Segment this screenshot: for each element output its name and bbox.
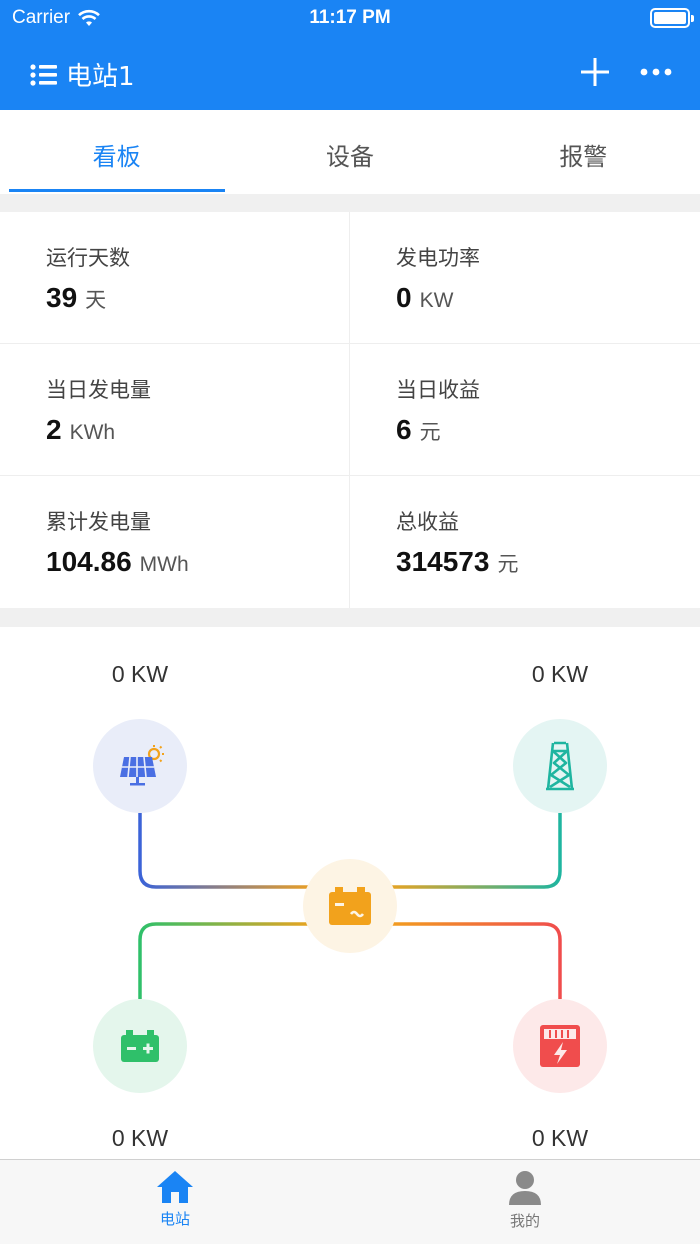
app-header: Carrier 11:17 PM 电站1: [0, 0, 700, 110]
stat-value: 6: [396, 414, 412, 445]
flow-line-load: [380, 922, 562, 999]
solar-power: 0 KW: [111, 661, 169, 687]
tab-alarms[interactable]: 报警: [559, 143, 608, 171]
battery-icon: [650, 8, 694, 28]
top-tabs: 看板 设备 报警: [0, 110, 700, 194]
solar-node[interactable]: [93, 719, 187, 813]
tabbar-label: 我的: [509, 1212, 540, 1230]
home-icon: [157, 1171, 193, 1203]
stat-value: 39: [46, 282, 78, 313]
stat-label: 运行天数: [46, 246, 130, 270]
stat-unit: 天: [85, 289, 107, 312]
stat-unit: KW: [419, 289, 454, 312]
carrier-label: Carrier: [12, 7, 71, 28]
load-power: 0 KW: [531, 1125, 589, 1151]
wifi-icon: [78, 9, 100, 26]
stat-daily-energy: 当日发电量 2 KWh: [0, 344, 350, 476]
user-icon: [509, 1171, 541, 1205]
flow-line-grid: [380, 813, 562, 889]
meter-icon: [540, 1025, 580, 1067]
tab-devices[interactable]: 设备: [325, 143, 374, 171]
battery-power: 0 KW: [111, 1125, 169, 1151]
flow-line-battery: [138, 922, 320, 999]
stat-unit: MWh: [139, 553, 189, 576]
battery-icon: [121, 1030, 159, 1062]
add-button[interactable]: [575, 52, 615, 92]
stat-value: 0: [396, 282, 412, 313]
tab-dashboard[interactable]: 看板: [0, 110, 233, 194]
solar-panel-icon: [120, 745, 164, 786]
battery-node[interactable]: [93, 999, 187, 1093]
tabbar-item-mine[interactable]: 我的: [350, 1160, 700, 1244]
stat-label: 累计发电量: [46, 510, 151, 534]
carrier-info: Carrier: [12, 7, 102, 29]
flow-line-solar: [138, 813, 320, 889]
status-time: 11:17 PM: [309, 7, 391, 28]
stat-label: 发电功率: [396, 246, 480, 270]
inverter-node[interactable]: [303, 859, 397, 953]
status-bar: Carrier 11:17 PM: [0, 0, 700, 36]
energy-flow-diagram: 0 KW 0 KW: [0, 627, 700, 1159]
tabbar-item-station[interactable]: 电站: [0, 1160, 350, 1244]
stat-unit: 元: [419, 421, 441, 444]
stat-power: 发电功率 0 KW: [350, 212, 700, 344]
stat-total-income: 总收益 314573 元: [350, 476, 700, 608]
list-icon: [30, 63, 57, 86]
stat-run-days: 运行天数 39 天: [0, 212, 350, 344]
nav-bar: 电站1: [0, 36, 700, 110]
station-title: 电站1: [66, 62, 135, 92]
stat-label: 当日发电量: [46, 378, 151, 402]
stat-total-energy: 累计发电量 104.86 MWh: [0, 476, 350, 608]
stat-value: 314573: [396, 546, 490, 577]
bottom-tab-bar: 电站 我的: [0, 1159, 700, 1244]
stat-label: 总收益: [396, 510, 459, 534]
grid-node[interactable]: [513, 719, 607, 813]
power-tower-icon: [546, 741, 574, 791]
stat-unit: KWh: [69, 421, 116, 444]
stat-value: 104.86: [46, 546, 132, 577]
tabbar-label: 电站: [159, 1210, 190, 1228]
load-node[interactable]: [513, 999, 607, 1093]
grid-power: 0 KW: [531, 661, 589, 687]
station-selector[interactable]: 电站1: [30, 56, 135, 93]
more-button[interactable]: [636, 52, 676, 92]
inverter-icon: [329, 887, 371, 925]
more-icon: [640, 68, 672, 76]
plus-icon: [581, 58, 609, 86]
stat-unit: 元: [497, 553, 519, 576]
stat-label: 当日收益: [396, 378, 480, 402]
flow-lines: [138, 813, 562, 999]
stat-value: 2: [46, 414, 62, 445]
